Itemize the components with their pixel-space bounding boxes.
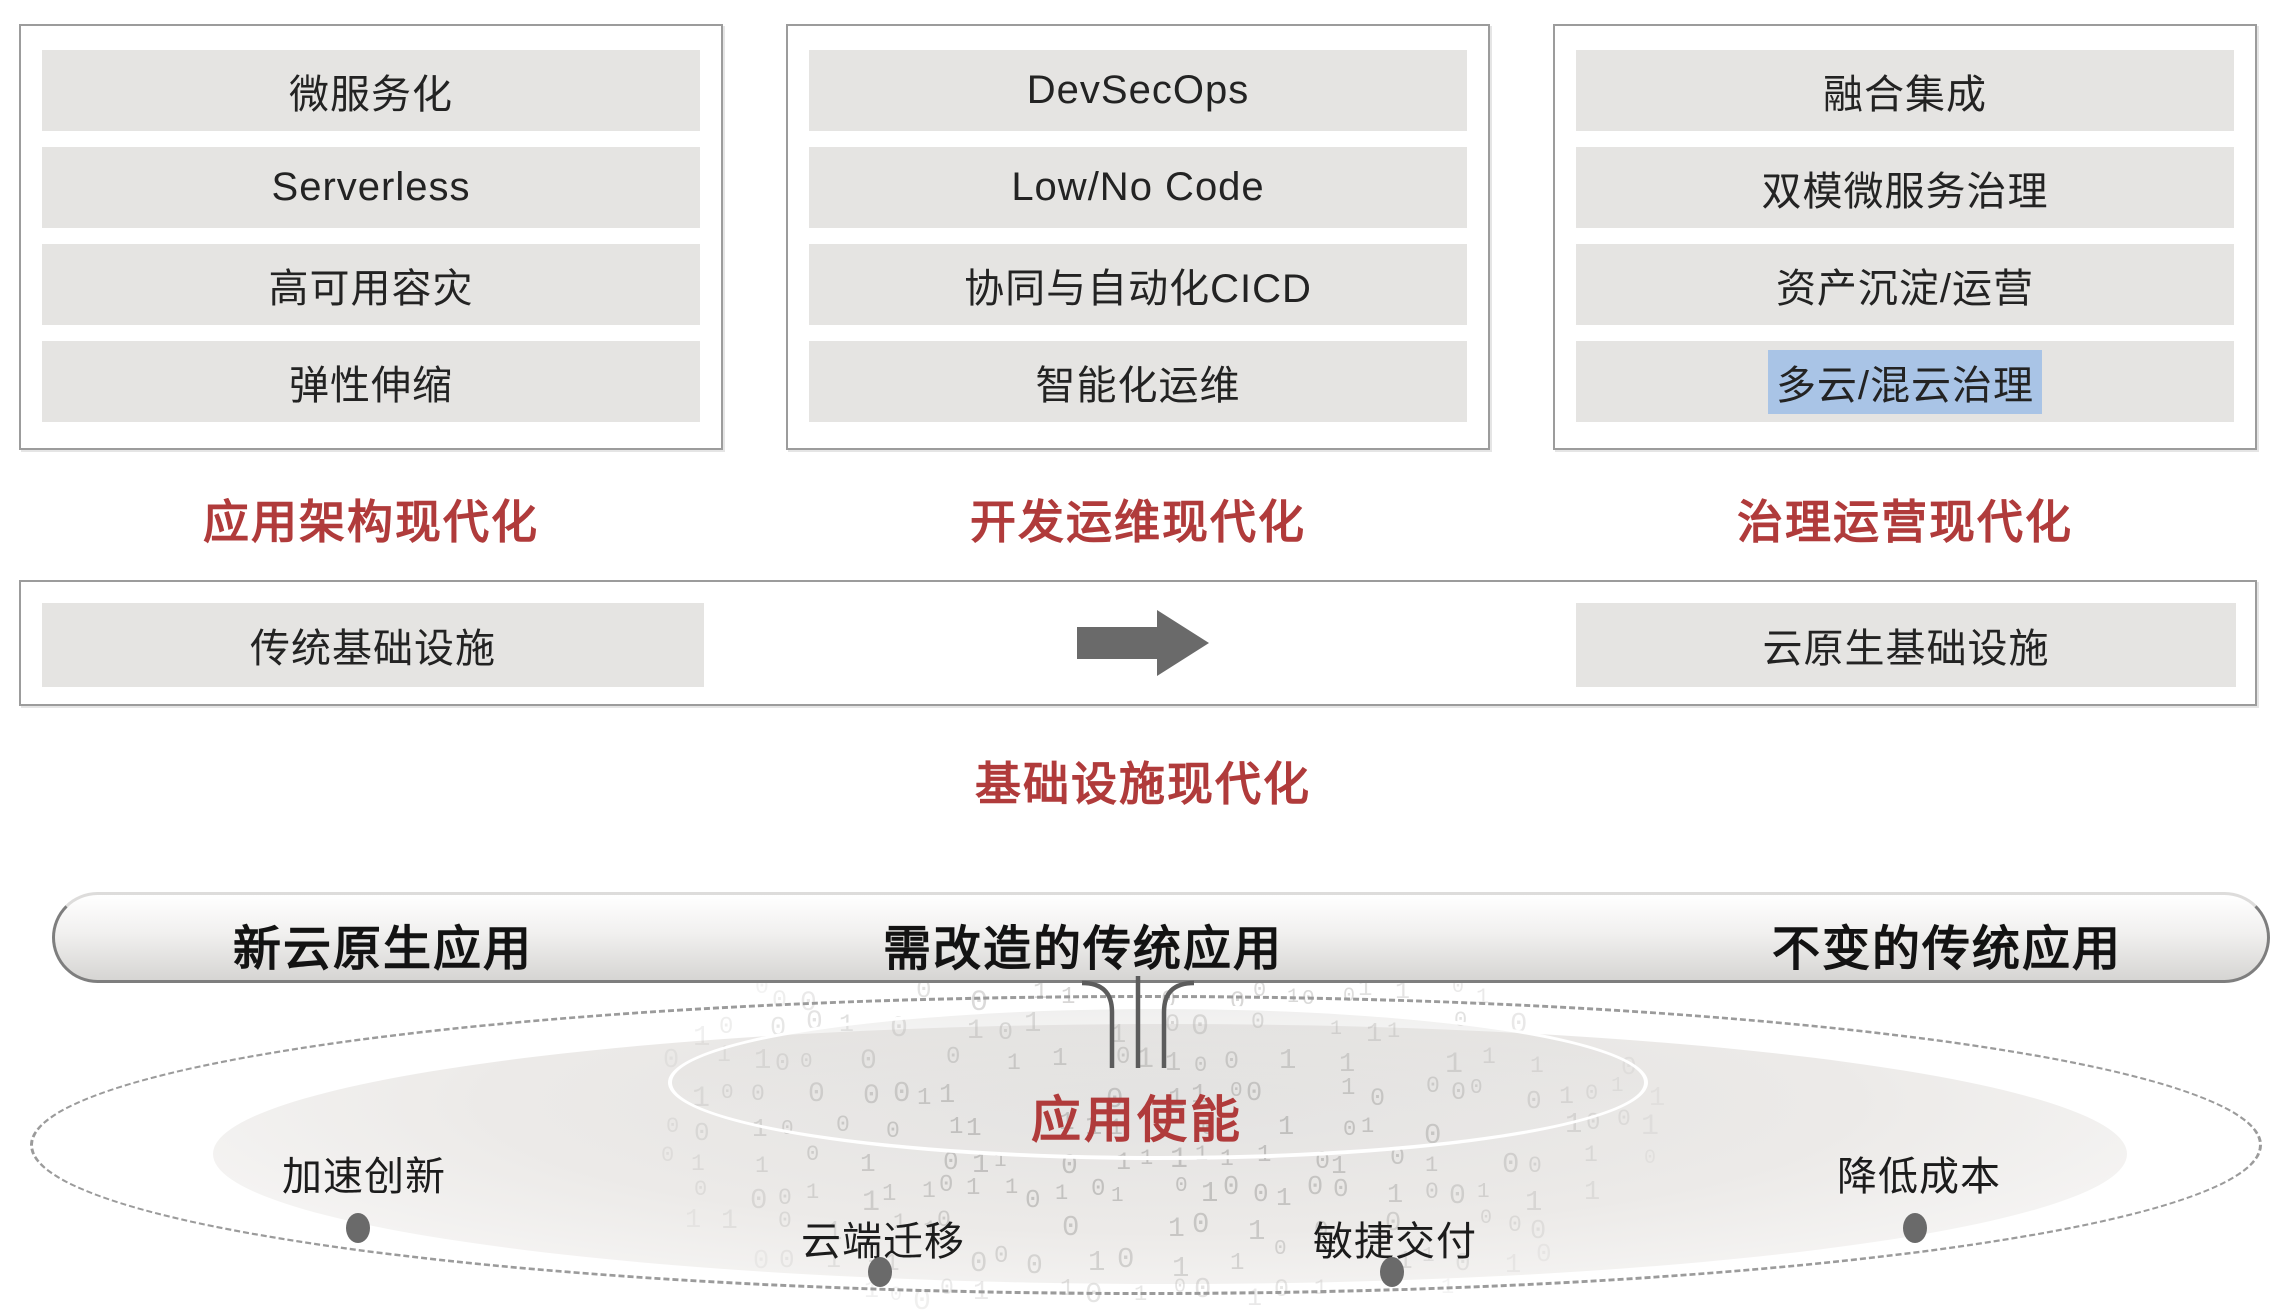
capability-label: 高可用容灾 [268, 266, 474, 311]
benefit-dot [868, 1257, 892, 1287]
column-app-architecture: 微服务化 Serverless 高可用容灾 弹性伸缩 应用架构现代化 [19, 24, 723, 552]
capability-label: Serverless [271, 165, 471, 209]
capability-item: 融合集成 [1576, 50, 2234, 131]
benefit-accelerate-innovation: 加速创新 [282, 1155, 446, 1199]
infrastructure-band: 传统基础设施 云原生基础设施 [19, 580, 2257, 706]
capability-item: 微服务化 [42, 50, 700, 131]
capability-label: 协同与自动化CICD [964, 266, 1312, 311]
capability-item: 弹性伸缩 [42, 341, 700, 422]
cloud-native-infra-label: 云原生基础设施 [1762, 627, 2050, 671]
benefit-dot [1903, 1213, 1927, 1243]
capability-label: 融合集成 [1823, 72, 1987, 117]
capability-item: 高可用容灾 [42, 244, 700, 325]
application-bar: 新云原生应用 需改造的传统应用 不变的传统应用 [52, 892, 2270, 983]
benefit-cloud-migration: 云端迁移 [801, 1220, 965, 1264]
capability-label: DevSecOps [1026, 68, 1250, 112]
capability-item: 协同与自动化CICD [809, 244, 1467, 325]
segment-unchanged-legacy: 不变的传统应用 [1771, 923, 2123, 976]
capability-item: Low/No Code [809, 147, 1467, 228]
capability-item: 资产沉淀/运营 [1576, 244, 2234, 325]
right-arrow-icon [1077, 610, 1209, 676]
devops-panel: DevSecOps Low/No Code 协同与自动化CICD 智能化运维 [786, 24, 1490, 450]
column-governance: 融合集成 双模微服务治理 资产沉淀/运营 多云/混云治理 治理运营现代化 [1553, 24, 2257, 552]
governance-panel: 融合集成 双模微服务治理 资产沉淀/运营 多云/混云治理 [1553, 24, 2257, 450]
column-title-app-architecture: 应用架构现代化 [203, 496, 539, 548]
capability-label: 弹性伸缩 [289, 363, 453, 408]
benefit-cost-reduction: 降低成本 [1837, 1155, 2001, 1199]
segment-to-be-modernized: 需改造的传统应用 [882, 923, 1284, 976]
capability-item: DevSecOps [809, 50, 1467, 131]
traditional-infra-box: 传统基础设施 [42, 603, 704, 687]
segment-new-cloud-native: 新云原生应用 [232, 923, 534, 976]
infrastructure-title: 基础设施现代化 [975, 758, 1311, 810]
column-title-governance: 治理运营现代化 [1737, 496, 2073, 548]
capability-label: Low/No Code [1011, 165, 1265, 209]
funnel-connector-icon [1081, 976, 1195, 1068]
capability-label: 智能化运维 [1035, 363, 1241, 408]
capability-item: Serverless [42, 147, 700, 228]
benefit-agile-delivery: 敏捷交付 [1313, 1220, 1477, 1264]
capability-label: 微服务化 [289, 72, 453, 117]
capability-label: 双模微服务治理 [1761, 169, 2049, 214]
dashed-ellipse-outline [30, 995, 2262, 1295]
enablement-title: 应用使能 [1031, 1092, 1243, 1148]
benefit-dot [346, 1213, 370, 1243]
column-devops: DevSecOps Low/No Code 协同与自动化CICD 智能化运维 开… [786, 24, 1490, 552]
highlighted-capability-label: 多云/混云治理 [1767, 349, 2043, 414]
capability-item: 双模微服务治理 [1576, 147, 2234, 228]
capability-item: 多云/混云治理 [1576, 341, 2234, 422]
traditional-infra-label: 传统基础设施 [250, 627, 496, 671]
column-title-devops: 开发运维现代化 [970, 496, 1306, 548]
app-architecture-panel: 微服务化 Serverless 高可用容灾 弹性伸缩 [19, 24, 723, 450]
capability-item: 智能化运维 [809, 341, 1467, 422]
benefit-dot [1380, 1257, 1404, 1287]
cloud-native-infra-box: 云原生基础设施 [1576, 603, 2236, 687]
capability-label: 资产沉淀/运营 [1775, 266, 2035, 311]
